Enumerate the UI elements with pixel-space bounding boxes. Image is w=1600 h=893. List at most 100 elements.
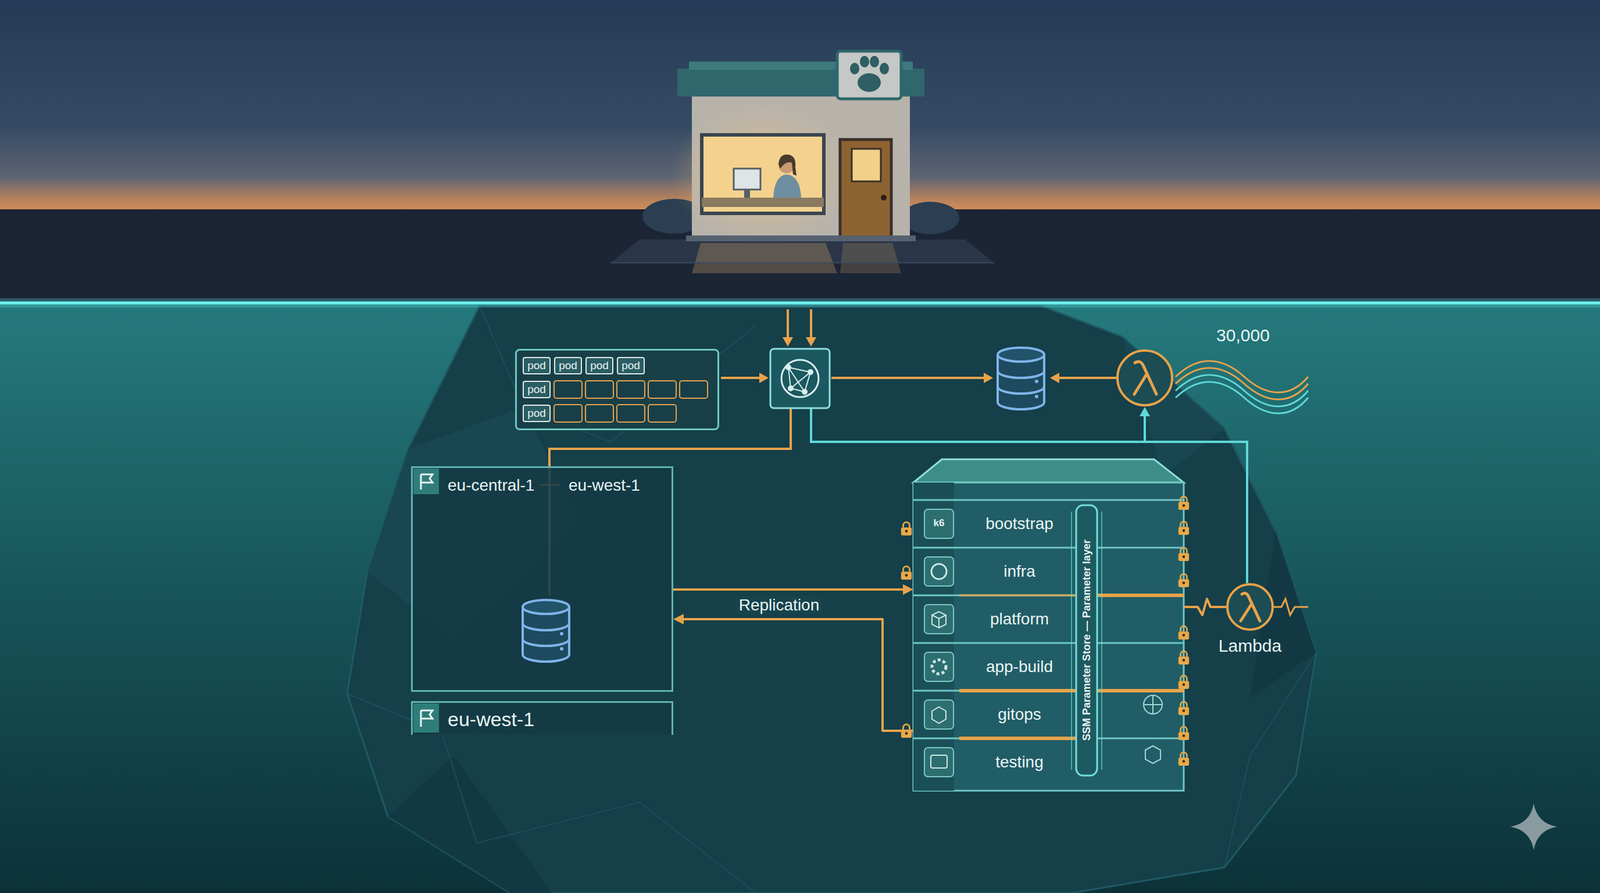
lock-icon <box>1178 573 1189 588</box>
lock-icon <box>901 566 912 580</box>
region-name: eu-west-1 <box>568 475 641 496</box>
region-box: eu-west-1 <box>411 701 674 735</box>
pet-shop <box>879 62 889 75</box>
sea <box>0 302 1600 893</box>
pet-shop <box>850 62 860 75</box>
pet-shop <box>701 197 824 207</box>
pet-shop <box>773 174 802 198</box>
load-balancer-icon <box>788 367 811 392</box>
request-arrows <box>786 309 789 339</box>
cyan-route <box>1143 415 1146 442</box>
pod-grid <box>648 404 677 423</box>
request-arrows <box>782 337 794 347</box>
iceberg <box>479 305 756 442</box>
pod-chip: pod <box>585 356 614 375</box>
tool-badge: k6 <box>933 517 945 530</box>
layer-name: platform <box>990 609 1049 630</box>
pod-grid <box>554 380 582 399</box>
sea <box>0 302 1600 893</box>
lambda-icon <box>1134 361 1157 395</box>
request-arrows <box>983 372 994 384</box>
layer-icon <box>924 604 954 634</box>
layer-icon <box>924 652 954 682</box>
stack-body <box>913 547 1184 549</box>
load-balancer-icon <box>807 369 814 375</box>
pet-shop <box>851 148 881 182</box>
layer-name: infra <box>1003 561 1035 582</box>
parameter-bar <box>1101 511 1103 770</box>
stack-body <box>913 594 1184 597</box>
pet-shop <box>744 189 750 198</box>
layer-icon <box>930 755 948 769</box>
parameter-bar <box>1070 511 1073 770</box>
lock-icon <box>1178 701 1189 716</box>
layer-icon <box>924 509 954 777</box>
region-name: eu-central-1 <box>447 475 535 496</box>
lambda-name: Lambda <box>1218 636 1282 656</box>
region-flag <box>413 703 439 733</box>
pod-chip: pod <box>522 380 551 399</box>
lambda-function: Lambda <box>1214 583 1286 657</box>
region-flag <box>420 474 433 490</box>
pod-grid <box>515 348 720 431</box>
traffic-waves <box>1175 375 1309 407</box>
pet-shop <box>880 194 887 201</box>
layer-icon <box>931 563 947 580</box>
layer-icon <box>931 611 946 628</box>
region-flag <box>413 468 439 495</box>
request-arrows <box>720 376 761 380</box>
lambda-icon <box>1117 350 1173 406</box>
lock-icon <box>1178 752 1189 766</box>
cyan-route <box>1139 406 1150 417</box>
stack-body <box>913 482 955 791</box>
ground <box>840 243 902 274</box>
side-icon <box>1143 695 1163 764</box>
pod-chip: pod <box>554 356 582 375</box>
layer-band: infra <box>968 547 1071 596</box>
request-arrows <box>1050 372 1060 384</box>
waterline <box>0 302 1600 304</box>
lock-icon <box>901 522 912 536</box>
pet-shop <box>642 51 960 245</box>
pet-shop <box>840 139 892 238</box>
stack-body <box>1097 593 1184 598</box>
layer-band: testing <box>968 738 1071 787</box>
layer-band: platform <box>968 595 1071 644</box>
lambda-icon <box>1213 584 1309 630</box>
lambda-icon <box>1272 598 1309 616</box>
arrowhead <box>902 584 914 595</box>
parameter-bar <box>1076 505 1098 776</box>
request-count: 30,000 <box>1216 325 1270 346</box>
pet-shop <box>686 235 916 242</box>
iceberg <box>347 693 756 893</box>
ground <box>691 243 838 274</box>
traffic-waves <box>1175 361 1309 414</box>
connector <box>673 588 906 591</box>
pod-grid <box>616 404 645 423</box>
stack-body <box>913 642 1184 645</box>
lambda-icon <box>1117 350 1173 406</box>
stack-body <box>913 459 1184 483</box>
layer-icon <box>924 700 954 730</box>
region-box: eu-central-1 eu-west-1 <box>411 466 674 692</box>
pod-grid <box>585 380 614 399</box>
pod-grid <box>515 348 720 431</box>
request-arrows <box>809 309 813 339</box>
region-flag <box>413 468 439 733</box>
stack-body <box>913 499 1184 502</box>
pet-shop <box>859 55 870 68</box>
lock-icon <box>1178 547 1189 562</box>
pet-shop <box>669 104 856 245</box>
region-flag <box>420 710 433 727</box>
layer-name: gitops <box>997 704 1042 725</box>
lambda-icon <box>1240 593 1260 621</box>
pod-grid <box>616 380 645 399</box>
region-fill <box>411 466 674 735</box>
stack-body <box>959 736 1077 741</box>
iceberg <box>347 305 1317 893</box>
pet-shop <box>778 154 797 176</box>
load-balancer-icon <box>785 364 792 371</box>
traffic-waves <box>1175 381 1309 414</box>
lock-icon <box>901 496 1189 766</box>
